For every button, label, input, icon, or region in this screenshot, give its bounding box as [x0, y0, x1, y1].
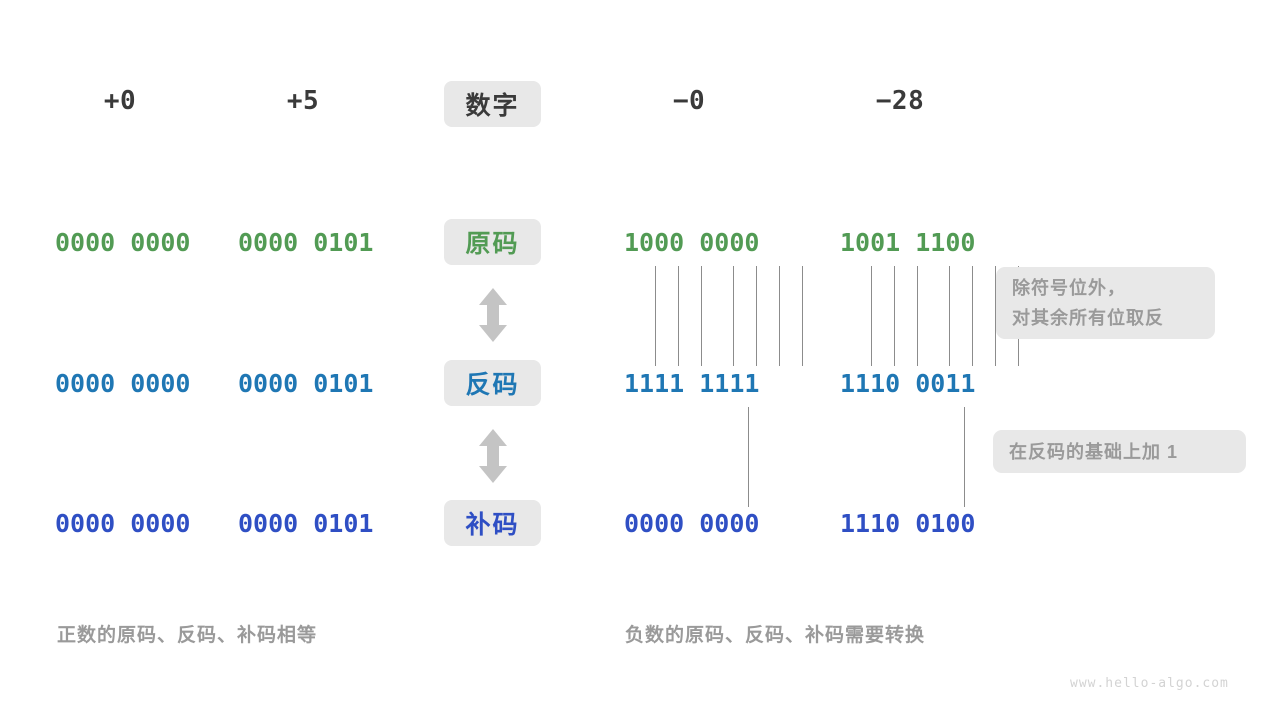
caption-positive-numbers: 正数的原码、反码、补码相等	[57, 625, 318, 646]
fanma-value-plus-five: 0000 0101	[238, 369, 374, 398]
watermark: www.hello-algo.com	[1070, 676, 1229, 691]
connector-line	[964, 407, 965, 507]
row-chip-buma: 补码	[444, 500, 541, 546]
header-value-plus-five: +5	[286, 86, 320, 116]
callout-invert-bits: 除符号位外， 对其余所有位取反	[996, 267, 1215, 339]
fanma-value-minus-zero: 1111 1111	[624, 369, 760, 398]
callout-invert-line-2: 对其余所有位取反	[1012, 308, 1164, 328]
header-value-minus-twentyeight: −28	[875, 86, 925, 116]
connector-line	[733, 266, 734, 366]
arrow-yuanma-to-fanma	[474, 288, 512, 342]
connector-line	[894, 266, 895, 366]
header-chip-number: 数字	[444, 81, 541, 127]
connector-line	[871, 266, 872, 366]
connector-line	[949, 266, 950, 366]
buma-value-minus-zero: 0000 0000	[624, 509, 760, 538]
row-chip-fanma: 反码	[444, 360, 541, 406]
callout-invert-line-1: 除符号位外，	[1012, 278, 1126, 298]
fanma-value-plus-zero: 0000 0000	[55, 369, 191, 398]
buma-value-plus-zero: 0000 0000	[55, 509, 191, 538]
caption-negative-numbers: 负数的原码、反码、补码需要转换	[625, 625, 926, 646]
connector-line	[701, 266, 702, 366]
connector-line	[802, 266, 803, 366]
yuanma-value-plus-five: 0000 0101	[238, 228, 374, 257]
connector-line	[678, 266, 679, 366]
connector-line	[972, 266, 973, 366]
callout-add-one: 在反码的基础上加 1	[993, 430, 1246, 473]
row-chip-yuanma: 原码	[444, 219, 541, 265]
buma-value-minus-twentyeight: 1110 0100	[840, 509, 976, 538]
connector-line	[655, 266, 656, 366]
fanma-value-minus-twentyeight: 1110 0011	[840, 369, 976, 398]
connector-line	[756, 266, 757, 366]
arrow-fanma-to-buma	[474, 429, 512, 483]
connector-line	[779, 266, 780, 366]
callout-add-one-line-1: 在反码的基础上加 1	[1009, 441, 1179, 462]
connector-line	[917, 266, 918, 366]
connector-line	[995, 266, 996, 366]
connector-line	[748, 407, 749, 507]
header-value-plus-zero: +0	[103, 86, 137, 116]
yuanma-value-minus-zero: 1000 0000	[624, 228, 760, 257]
buma-value-plus-five: 0000 0101	[238, 509, 374, 538]
yuanma-value-minus-twentyeight: 1001 1100	[840, 228, 976, 257]
yuanma-value-plus-zero: 0000 0000	[55, 228, 191, 257]
header-value-minus-zero: −0	[672, 86, 706, 116]
